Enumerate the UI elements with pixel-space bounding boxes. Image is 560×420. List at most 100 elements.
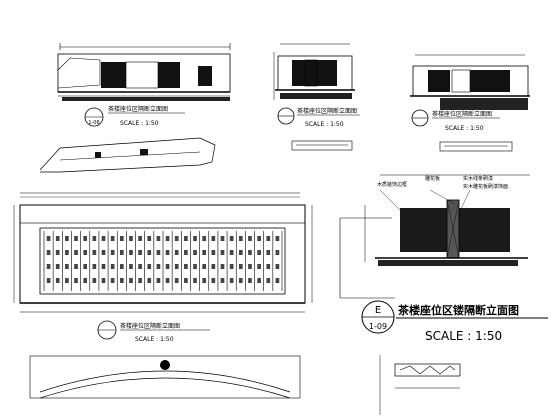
slat-carving: [238, 278, 243, 283]
main-detail-elevation: 木质装饰边框 雕花板 实木线条刷漆 实木雕花板刷漆饰面: [339, 174, 530, 299]
slat-carving: [138, 264, 142, 269]
top-mid-caption: 茶楼座位区隔断立面图: [297, 107, 357, 115]
annotation-1: 木质装饰边框: [377, 181, 407, 188]
callout-sheet-no: 1-09: [369, 322, 387, 331]
slat-carving: [248, 250, 252, 255]
slat-carving: [248, 264, 252, 269]
slat-carving: [165, 250, 170, 255]
slat-carving: [65, 278, 69, 283]
slat-carving: [55, 250, 60, 255]
top-right-caption: 茶楼座位区隔断立面图: [432, 110, 492, 118]
slat-carving: [184, 278, 188, 283]
slat-carving: [184, 264, 188, 269]
slat-carving: [165, 264, 170, 269]
slat-carving: [238, 250, 243, 255]
top-mid-elevation: 茶楼座位区隔断立面图 SCALE : 1:50: [273, 43, 360, 151]
slat-carving: [110, 278, 115, 283]
top-mid-scale: SCALE : 1:50: [305, 121, 344, 128]
slat-carving: [156, 264, 161, 269]
slat-carving: [248, 278, 252, 283]
slat-carving: [193, 236, 197, 241]
slat-carving: [55, 278, 60, 283]
slat-carving: [92, 236, 97, 241]
annotation-2: 雕花板: [425, 175, 440, 182]
slat-carving: [238, 236, 243, 241]
top-right-elevation: 茶楼座位区隔断立面图 SCALE : 1:50: [410, 54, 530, 152]
slat-carving: [65, 264, 69, 269]
slat-carving: [174, 236, 179, 241]
slat-carving: [110, 250, 115, 255]
slat-carving: [220, 250, 225, 255]
slat-carving: [193, 264, 197, 269]
slat-carving: [229, 264, 234, 269]
slat-carving: [92, 264, 97, 269]
slat-carving: [147, 250, 152, 255]
section-strip: [39, 137, 216, 173]
plan-arc: [29, 355, 301, 399]
main-title: 茶楼座位区镂隔断立面图: [397, 303, 519, 317]
slat-carving: [147, 264, 152, 269]
slat-carving: [220, 264, 225, 269]
top-right-scale: SCALE : 1:50: [445, 125, 484, 132]
slat-carving: [165, 278, 170, 283]
slat-carving: [202, 236, 207, 241]
slat-carving: [220, 278, 225, 283]
slat-carving: [174, 278, 179, 283]
slat-carving: [74, 264, 78, 269]
slat-carving: [193, 278, 197, 283]
slat-carving: [147, 278, 152, 283]
slat-carving: [65, 236, 69, 241]
slat-carving: [83, 264, 88, 269]
slat-carving: [156, 250, 161, 255]
top-left-scale: SCALE : 1:50: [120, 120, 159, 127]
slat-carving: [266, 236, 271, 241]
slat-carving: [92, 278, 97, 283]
slat-carving: [174, 250, 179, 255]
slat-carving: [83, 236, 88, 241]
slat-carving: [101, 264, 106, 269]
slat-carving: [65, 250, 69, 255]
slat-carving: [211, 264, 216, 269]
slat-carving: [101, 250, 106, 255]
annotation-4: 实木雕花板刷漆饰面: [463, 183, 508, 190]
slat-carving: [147, 236, 152, 241]
main-title-block: E 1-09 茶楼座位区镂隔断立面图 SCALE : 1:50: [361, 300, 548, 343]
slat-carving: [110, 264, 115, 269]
slat-carving: [257, 250, 261, 255]
main-scale: SCALE : 1:50: [425, 329, 502, 343]
slat-carving: [138, 250, 142, 255]
large-caption: 茶楼座位区隔断立面图: [120, 322, 180, 330]
slat-carving: [129, 236, 133, 241]
slat-carving: [202, 264, 207, 269]
slat-carving: [55, 236, 60, 241]
slat-carving: [119, 264, 124, 269]
callout-letter: E: [375, 305, 381, 316]
top-left-sheet-no: 1-06: [88, 120, 99, 126]
slat-carving: [229, 236, 234, 241]
slat-carving: [220, 236, 225, 241]
slat-carving: [257, 264, 261, 269]
slat-carving: [165, 236, 170, 241]
slat-carving: [119, 250, 124, 255]
annotation-3: 实木线条刷漆: [463, 175, 493, 182]
slat-carving: [238, 264, 243, 269]
slat-carving: [211, 278, 216, 283]
slat-carving: [266, 278, 271, 283]
slat-carving: [138, 236, 142, 241]
slat-carving: [211, 236, 216, 241]
slat-carving: [202, 250, 207, 255]
slat-carving: [119, 278, 124, 283]
top-left-elevation: 1-06 茶楼座位区隔断立面图 SCALE : 1:50: [57, 43, 231, 127]
slat-carving: [248, 236, 252, 241]
slat-carving: [156, 278, 161, 283]
slat-carving: [74, 278, 78, 283]
slat-carving: [229, 250, 234, 255]
slat-carving: [55, 264, 60, 269]
slat-carving: [266, 264, 271, 269]
slat-carving: [46, 250, 51, 255]
slat-carving: [83, 278, 88, 283]
ornament-strip: [379, 355, 461, 415]
slat-carving: [129, 250, 133, 255]
slat-carving: [129, 278, 133, 283]
